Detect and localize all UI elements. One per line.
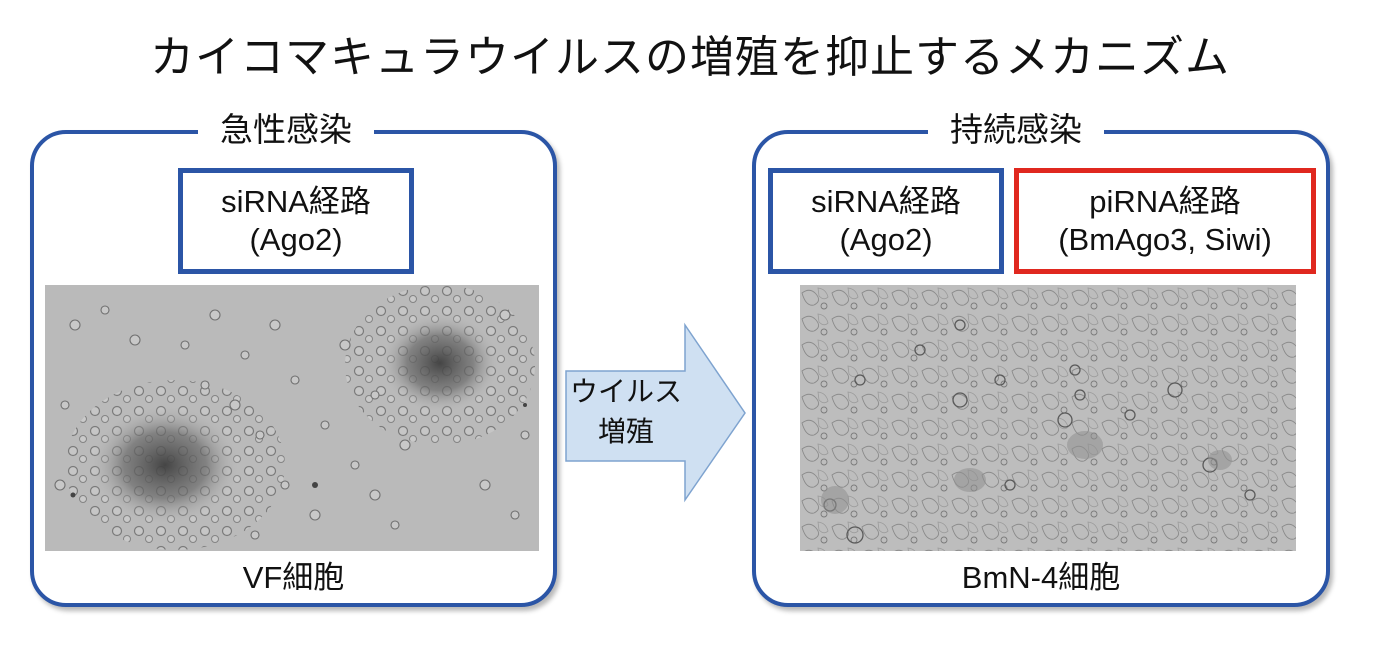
sirna-pathway-protein: (Ago2) [249, 222, 343, 257]
micrograph-image-vf [45, 285, 539, 551]
vf-cell-micrograph [45, 285, 539, 551]
pirna-pathway-label: piRNA経路 [1089, 184, 1241, 219]
sirna-pathway-label: siRNA経路 [811, 184, 961, 219]
sirna-pathway-box: siRNA経路 (Ago2) [178, 168, 414, 274]
persistent-infection-panel: 持続感染 siRNA経路 (Ago2) piRNA経路 (BmAgo3, Siw… [752, 104, 1330, 607]
right-arrow-icon [565, 322, 746, 503]
acute-infection-panel: 急性感染 siRNA経路 (Ago2) [30, 104, 557, 607]
sirna-pathway-protein: (Ago2) [839, 222, 933, 257]
panel-heading-acute: 急性感染 [198, 104, 374, 156]
pirna-pathway-box: piRNA経路 (BmAgo3, Siwi) [1014, 168, 1316, 274]
arrow-label-line1: ウイルス [569, 375, 682, 408]
bmn4-cell-caption: BmN-4細胞 [961, 560, 1121, 595]
bmn4-cell-micrograph [800, 285, 1296, 551]
panel-heading-persistent: 持続感染 [928, 104, 1104, 156]
sirna-pathway-box: siRNA経路 (Ago2) [768, 168, 1004, 274]
arrow-label-line2: 増殖 [597, 415, 654, 448]
sirna-pathway-label: siRNA経路 [221, 184, 371, 219]
vf-cell-caption: VF細胞 [242, 560, 345, 595]
diagram-title: カイコマキュラウイルスの増殖を抑止するメカニズム [150, 32, 1230, 83]
micrograph-image-bmn4 [800, 285, 1296, 551]
pirna-pathway-proteins: (BmAgo3, Siwi) [1058, 222, 1272, 257]
virus-proliferation-label: ウイルス 増殖 [566, 372, 686, 452]
